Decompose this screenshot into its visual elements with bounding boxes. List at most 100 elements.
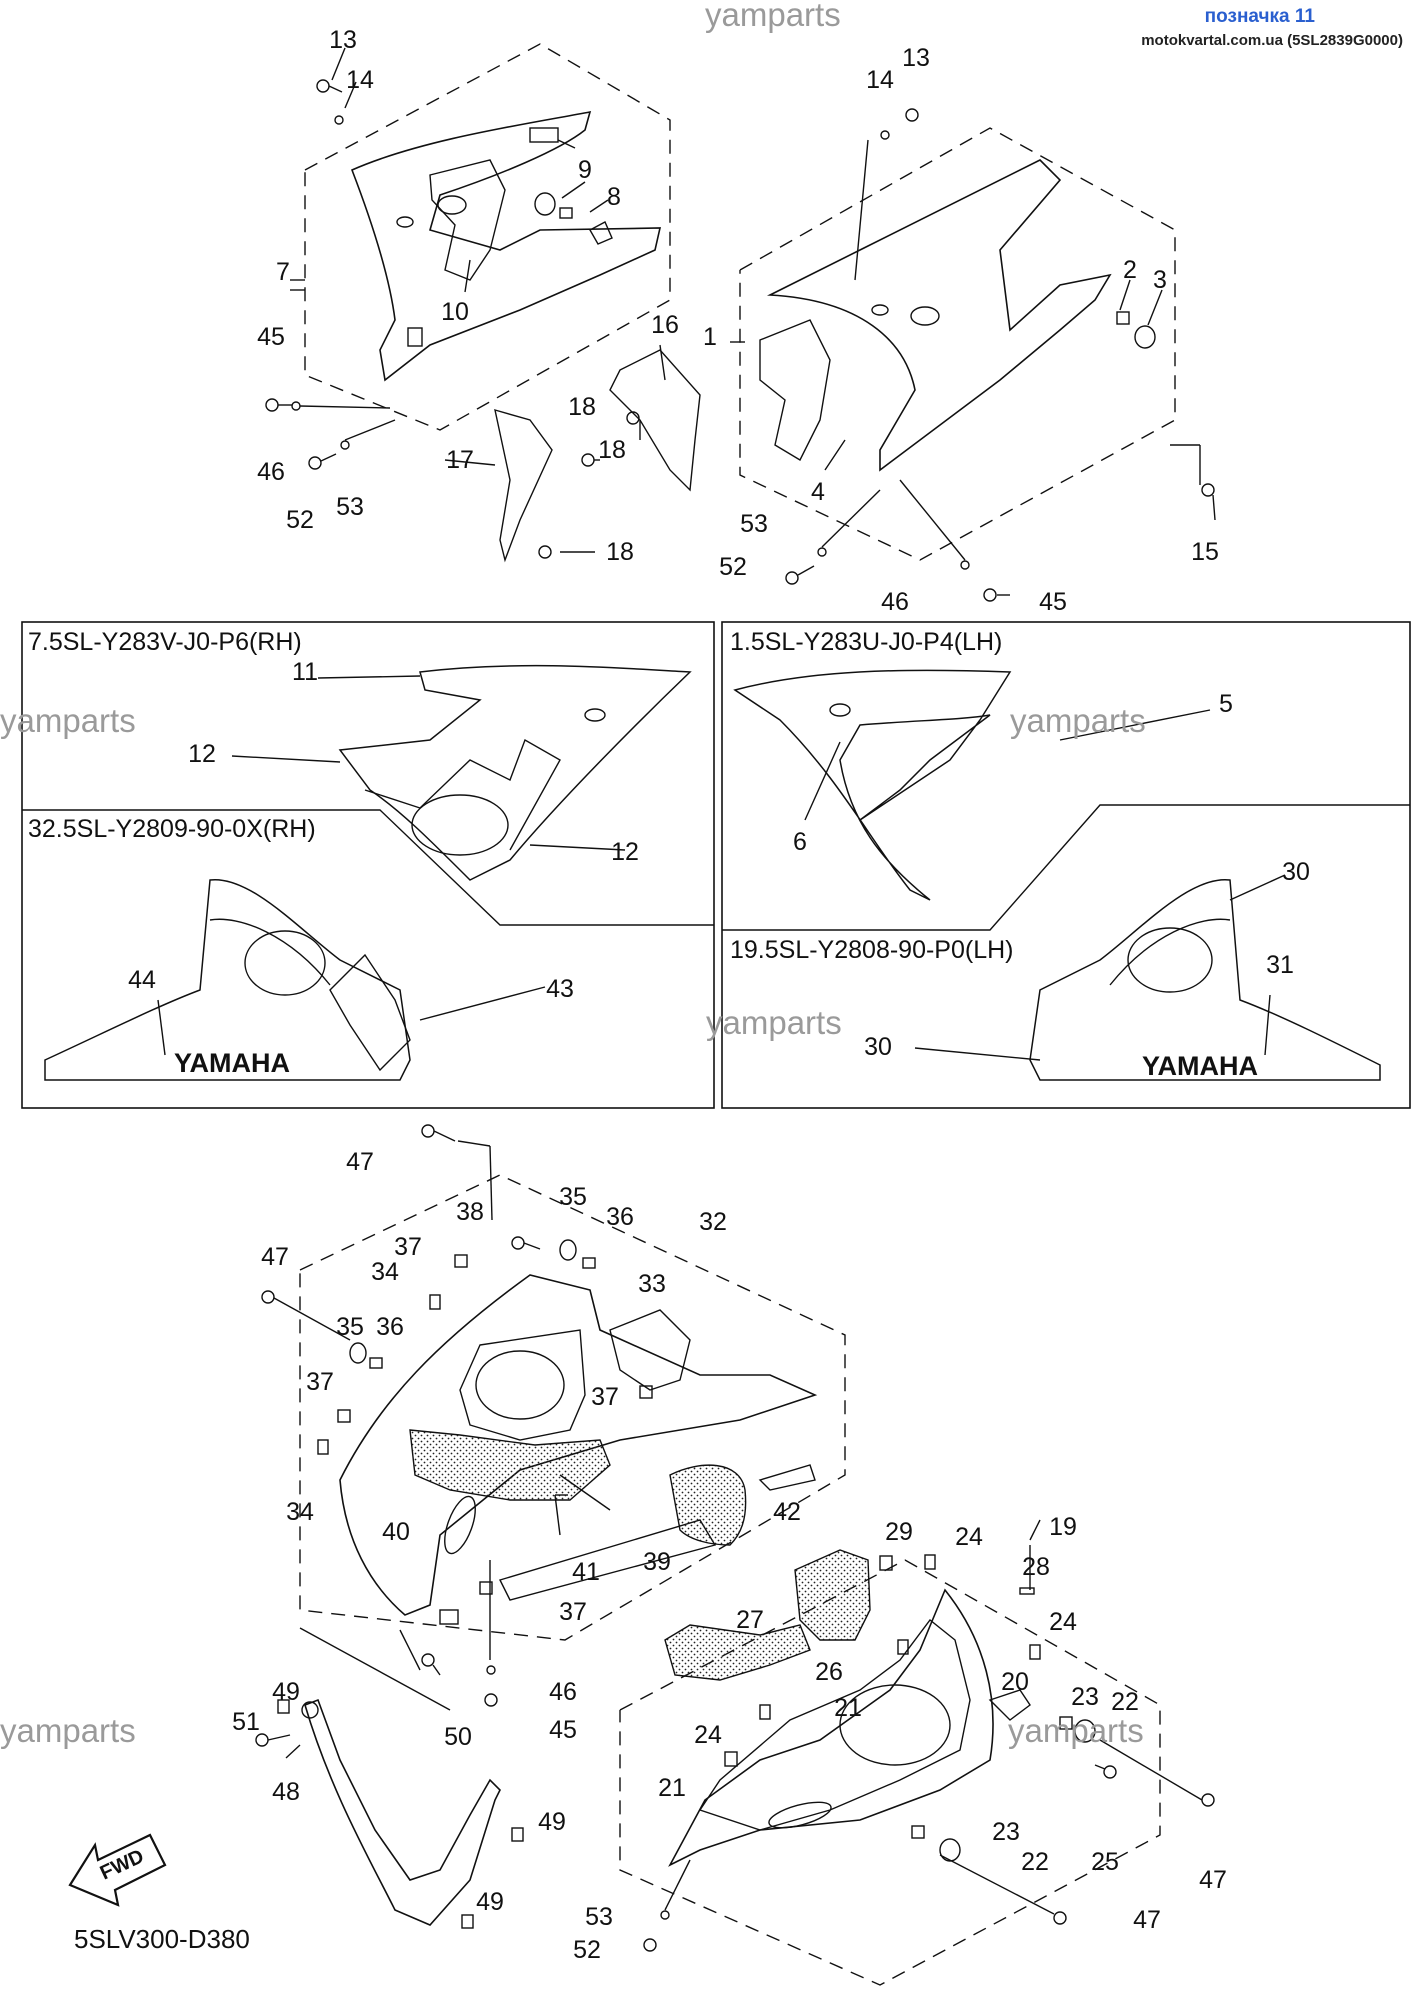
bolt-45a	[265, 398, 279, 412]
brand-label-left: YAMAHA	[174, 1048, 290, 1078]
callout-number: 3	[1153, 266, 1167, 294]
callout-number: 24	[1049, 1608, 1077, 1636]
spacer-2	[1116, 311, 1130, 325]
bolt-38	[511, 1236, 525, 1250]
callout-number: 35	[336, 1313, 364, 1341]
bracket-48	[304, 1698, 501, 1926]
callout-number: 26	[815, 1658, 843, 1686]
callout-number: 12	[611, 838, 639, 866]
callout-number: 1	[703, 323, 717, 351]
header-title: позначка 11	[1205, 6, 1316, 27]
callout-number: 15	[1191, 538, 1219, 566]
watermark-left-2: yamparts	[0, 1712, 136, 1749]
rh-cowling-hole	[437, 195, 467, 215]
damper-41	[499, 1519, 717, 1601]
callout-number: 36	[606, 1203, 634, 1231]
washer-53b	[817, 547, 827, 557]
clip-28	[1019, 1587, 1035, 1595]
lh-under-cowling-group	[619, 1519, 1215, 1986]
lh-under-cowling	[668, 1588, 994, 1867]
collar-36b	[369, 1357, 383, 1369]
callout-number: 48	[272, 1778, 300, 1806]
callout-number: 46	[257, 458, 285, 486]
callout-number: 53	[585, 1903, 613, 1931]
footer: 5SLV300-D380	[74, 1924, 250, 1954]
fwd-arrow	[68, 1833, 167, 1907]
bolt-45c	[484, 1693, 498, 1707]
dashed-frame-lh	[739, 127, 1176, 561]
callout-number: 21	[834, 1694, 862, 1722]
callout-number: 19	[1049, 1513, 1077, 1541]
callout-number: 14	[346, 66, 374, 94]
panel-16	[609, 349, 701, 492]
rh-under-cowling-variant-32	[44, 879, 411, 1081]
washer-53a	[340, 440, 350, 450]
callout-number: 11	[292, 658, 318, 686]
callout-number: 30	[1282, 858, 1310, 886]
bolt-47d	[1053, 1911, 1067, 1925]
callout-number: 4	[811, 478, 825, 506]
nut-37d	[639, 1385, 653, 1399]
grommet-29	[879, 1555, 893, 1571]
callout-number: 30	[864, 1033, 892, 1061]
lh-cowling-inner-panel	[759, 319, 831, 461]
clip-49c	[461, 1914, 474, 1929]
nut-37a	[454, 1254, 468, 1268]
watermark-mid: yamparts	[706, 1004, 842, 1041]
rh-under-cowling	[339, 1274, 818, 1616]
callout-number: 46	[881, 588, 909, 616]
callout-number: 47	[1199, 1866, 1227, 1894]
bolt-13a	[316, 79, 330, 93]
grommet-22a	[1074, 1719, 1096, 1743]
callout-number: 17	[446, 446, 474, 474]
callout-number: 47	[346, 1148, 374, 1176]
callout-number: 25	[1091, 1848, 1119, 1876]
clip-34b	[317, 1439, 329, 1455]
panel-17	[494, 409, 553, 563]
box-rh-outer	[21, 621, 715, 1109]
washer-46b	[960, 560, 970, 570]
collar-8	[559, 207, 573, 219]
lh-under-cowling-variant-19	[1029, 879, 1381, 1081]
clip-49a	[277, 1699, 290, 1714]
nut-18b	[626, 411, 640, 425]
bolt-15	[1201, 483, 1215, 497]
collar-36a	[582, 1257, 596, 1269]
rh-variants-box	[21, 621, 715, 1109]
callout-number: 18	[568, 393, 596, 421]
bolt-52c	[643, 1938, 657, 1952]
callout-number: 52	[573, 1936, 601, 1964]
callout-number: 53	[740, 510, 768, 538]
callout-number: 52	[286, 506, 314, 534]
nut-18c	[538, 545, 552, 559]
callout-number: 46	[549, 1678, 577, 1706]
box-titles: 7.5SL-Y283V-J0-P6(RH) 32.5SL-Y2809-90-0X…	[28, 628, 1014, 964]
spacer-23a	[1059, 1716, 1073, 1730]
panel-42	[758, 1464, 816, 1491]
callout-number: 9	[578, 156, 592, 184]
dashed-frame-under-rh	[299, 1174, 846, 1641]
rh-under-cowling-group	[261, 1124, 846, 1711]
callout-number: 49	[476, 1888, 504, 1916]
callout-number: 5	[1219, 690, 1233, 718]
callout-number: 42	[773, 1498, 801, 1526]
bracket-33	[609, 1309, 691, 1391]
callout-number: 24	[955, 1523, 983, 1551]
callout-number: 47	[261, 1243, 289, 1271]
callout-number: 12	[188, 740, 216, 768]
washer-53c	[660, 1910, 670, 1920]
callout-number: 24	[694, 1721, 722, 1749]
callout-number: 34	[371, 1258, 399, 1286]
grommet-3	[1134, 325, 1156, 349]
box-title-rh-under: 32.5SL-Y2809-90-0X(RH)	[28, 815, 316, 843]
callout-number: 29	[885, 1518, 913, 1546]
callout-number: 41	[572, 1558, 600, 1586]
callout-number: 45	[257, 323, 285, 351]
callout-number: 14	[866, 66, 894, 94]
bolt-52a	[308, 456, 322, 470]
lh-variants-box	[721, 621, 1411, 1109]
header: позначка 11 motokvartal.com.ua (5SL2839G…	[1141, 6, 1403, 49]
washer-14a	[334, 115, 344, 125]
rh-variant-32-hole	[244, 930, 326, 996]
